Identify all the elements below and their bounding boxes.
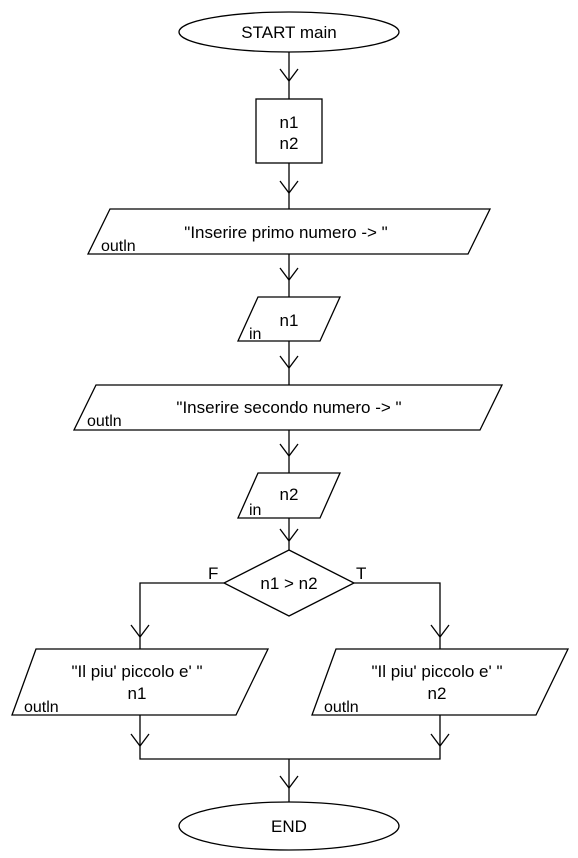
input-2-tag: in bbox=[249, 502, 261, 519]
declaration-box: n1 n2 bbox=[255, 98, 323, 164]
input-1-text: n1 bbox=[280, 311, 299, 330]
connectors bbox=[139, 52, 441, 802]
output-true-branch: "Il piu' piccolo e' " n2 outln bbox=[311, 648, 570, 716]
output-1-text: "Inserire primo numero -> " bbox=[184, 223, 387, 242]
declare-n2: n2 bbox=[280, 134, 299, 153]
arrow-down-icon bbox=[430, 624, 450, 639]
declare-n1: n1 bbox=[280, 113, 299, 132]
arrow-down-icon bbox=[279, 443, 299, 458]
output-true-line1: "Il piu' piccolo e' " bbox=[371, 662, 502, 681]
arrow-down-icon bbox=[279, 775, 299, 790]
decision-true-label: T bbox=[356, 564, 366, 583]
arrowheads bbox=[130, 68, 450, 790]
arrow-down-icon bbox=[130, 624, 150, 639]
input-2-text: n2 bbox=[280, 485, 299, 504]
output-true-tag: outln bbox=[324, 699, 359, 716]
output-step-1: "Inserire primo numero -> " outln bbox=[86, 208, 492, 255]
arrow-down-icon bbox=[279, 528, 299, 543]
output-false-line1: "Il piu' piccolo e' " bbox=[71, 662, 202, 681]
output-false-tag: outln bbox=[24, 699, 59, 716]
arrow-down-icon bbox=[279, 68, 299, 83]
start-terminal: START main bbox=[178, 11, 400, 53]
decision-false-label: F bbox=[208, 564, 218, 583]
end-terminal: END bbox=[178, 801, 400, 851]
output-2-tag: outln bbox=[87, 413, 122, 430]
output-2-text: "Inserire secondo numero -> " bbox=[176, 398, 401, 417]
output-false-line2: n1 bbox=[128, 684, 147, 703]
input-step-2: n2 in bbox=[236, 472, 342, 519]
end-label: END bbox=[271, 817, 307, 836]
arrow-down-icon bbox=[279, 180, 299, 195]
output-true-line2: n2 bbox=[428, 684, 447, 703]
input-step-1: n1 in bbox=[236, 296, 342, 343]
output-1-tag: outln bbox=[101, 238, 136, 255]
input-1-tag: in bbox=[249, 326, 261, 343]
output-step-2: "Inserire secondo numero -> " outln bbox=[72, 384, 504, 431]
start-label: START main bbox=[241, 23, 336, 42]
arrow-down-icon bbox=[279, 355, 299, 370]
arrow-down-icon bbox=[279, 267, 299, 282]
decision-text: n1 > n2 bbox=[260, 574, 317, 593]
arrow-down-icon bbox=[430, 733, 450, 748]
output-false-branch: "Il piu' piccolo e' " n1 outln bbox=[11, 648, 270, 716]
arrow-down-icon bbox=[130, 733, 150, 748]
decision: n1 > n2 F T bbox=[208, 549, 366, 617]
